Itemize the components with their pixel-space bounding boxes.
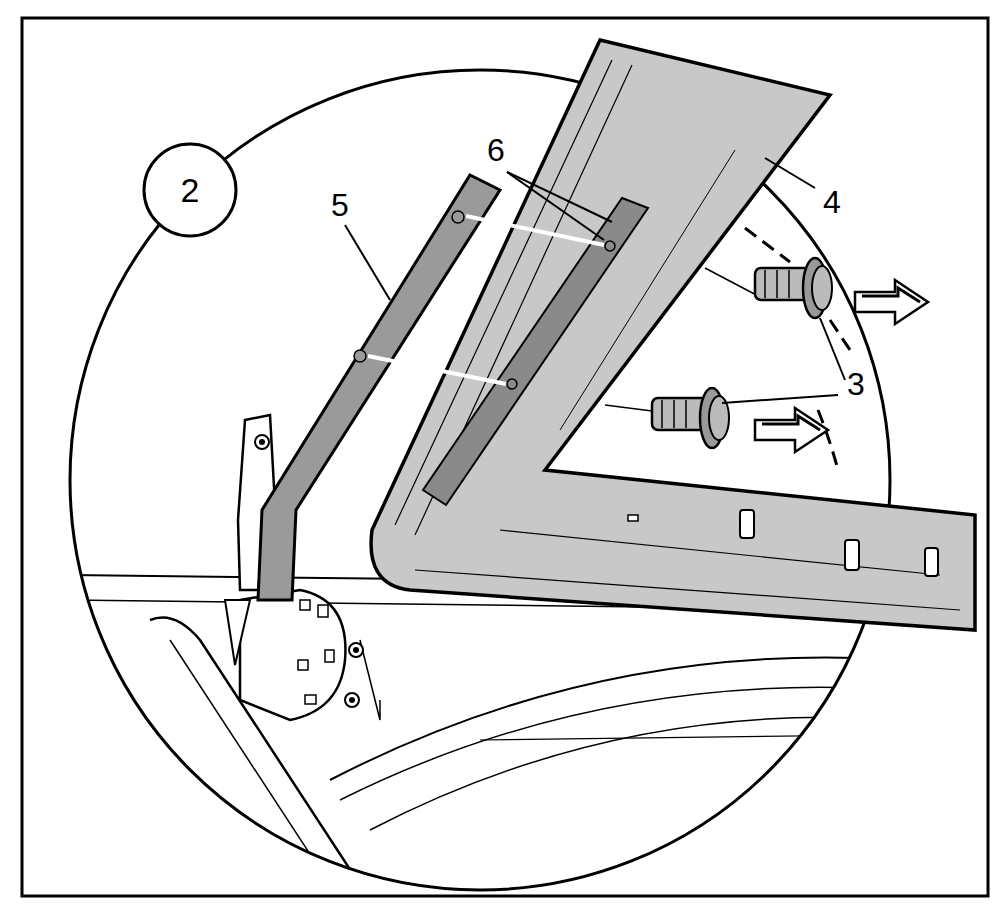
direction-arrow	[855, 280, 928, 324]
leader-line	[507, 172, 604, 240]
direction-arrow	[755, 408, 828, 452]
callout-number: 3	[845, 367, 867, 401]
leader-line	[722, 395, 838, 403]
panel	[371, 40, 975, 630]
frame	[22, 18, 988, 896]
leader-line	[765, 158, 815, 188]
leader-line	[507, 172, 612, 222]
callout-number: 4	[821, 185, 843, 219]
callout-circle: 2	[142, 142, 238, 238]
callout-number: 2	[181, 171, 200, 210]
leader-line	[820, 318, 845, 380]
bolt	[755, 258, 832, 318]
callout-number: 5	[329, 188, 351, 222]
tape	[423, 198, 648, 505]
callout-number: 6	[485, 133, 507, 167]
bolt	[652, 388, 729, 448]
leader-line	[345, 225, 390, 300]
